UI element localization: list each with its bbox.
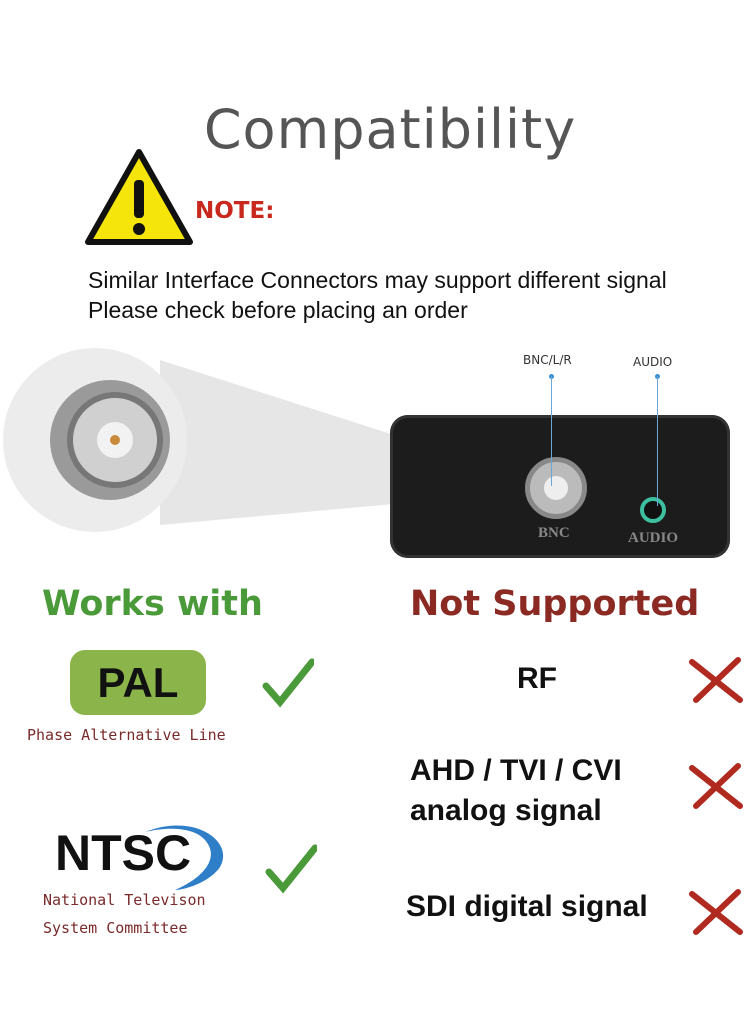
unsupported-analog: analog signal	[410, 794, 602, 827]
warning-icon	[85, 149, 193, 245]
cross-icon	[689, 889, 743, 935]
note-line: Please check before placing an order	[88, 297, 468, 323]
bnc-callout: BNC/L/R	[523, 353, 572, 367]
ntsc-logo: NTSC	[55, 825, 192, 881]
unsupported-rf: RF	[517, 662, 557, 695]
unsupported-ahd: AHD / TVI / CVI	[410, 754, 622, 787]
device-bnc-label: BNC	[538, 525, 570, 541]
note-label: NOTE:	[195, 198, 275, 224]
unsupported-sdi: SDI digital signal	[406, 890, 648, 923]
works-with-heading: Works with	[42, 584, 263, 624]
ntsc-description: System Committee	[43, 919, 188, 937]
pal-description: Phase Alternative Line	[27, 726, 226, 744]
check-icon	[262, 658, 314, 708]
ntsc-description: National Televison	[43, 891, 206, 909]
ntsc-swoosh	[145, 825, 224, 890]
not-supported-heading: Not Supported	[410, 584, 700, 624]
bnc-port	[525, 457, 587, 519]
page-title: Compatibility	[203, 98, 577, 161]
converter-device: BNC AUDIO	[390, 415, 730, 558]
device-audio-label: AUDIO	[628, 530, 679, 546]
pal-badge: PAL	[70, 650, 206, 715]
check-icon	[265, 844, 317, 894]
cross-icon	[689, 657, 743, 703]
audio-jack	[640, 497, 666, 523]
note-line: Similar Interface Connectors may support…	[88, 267, 667, 293]
cross-icon	[689, 763, 743, 809]
audio-callout: AUDIO	[633, 355, 673, 369]
